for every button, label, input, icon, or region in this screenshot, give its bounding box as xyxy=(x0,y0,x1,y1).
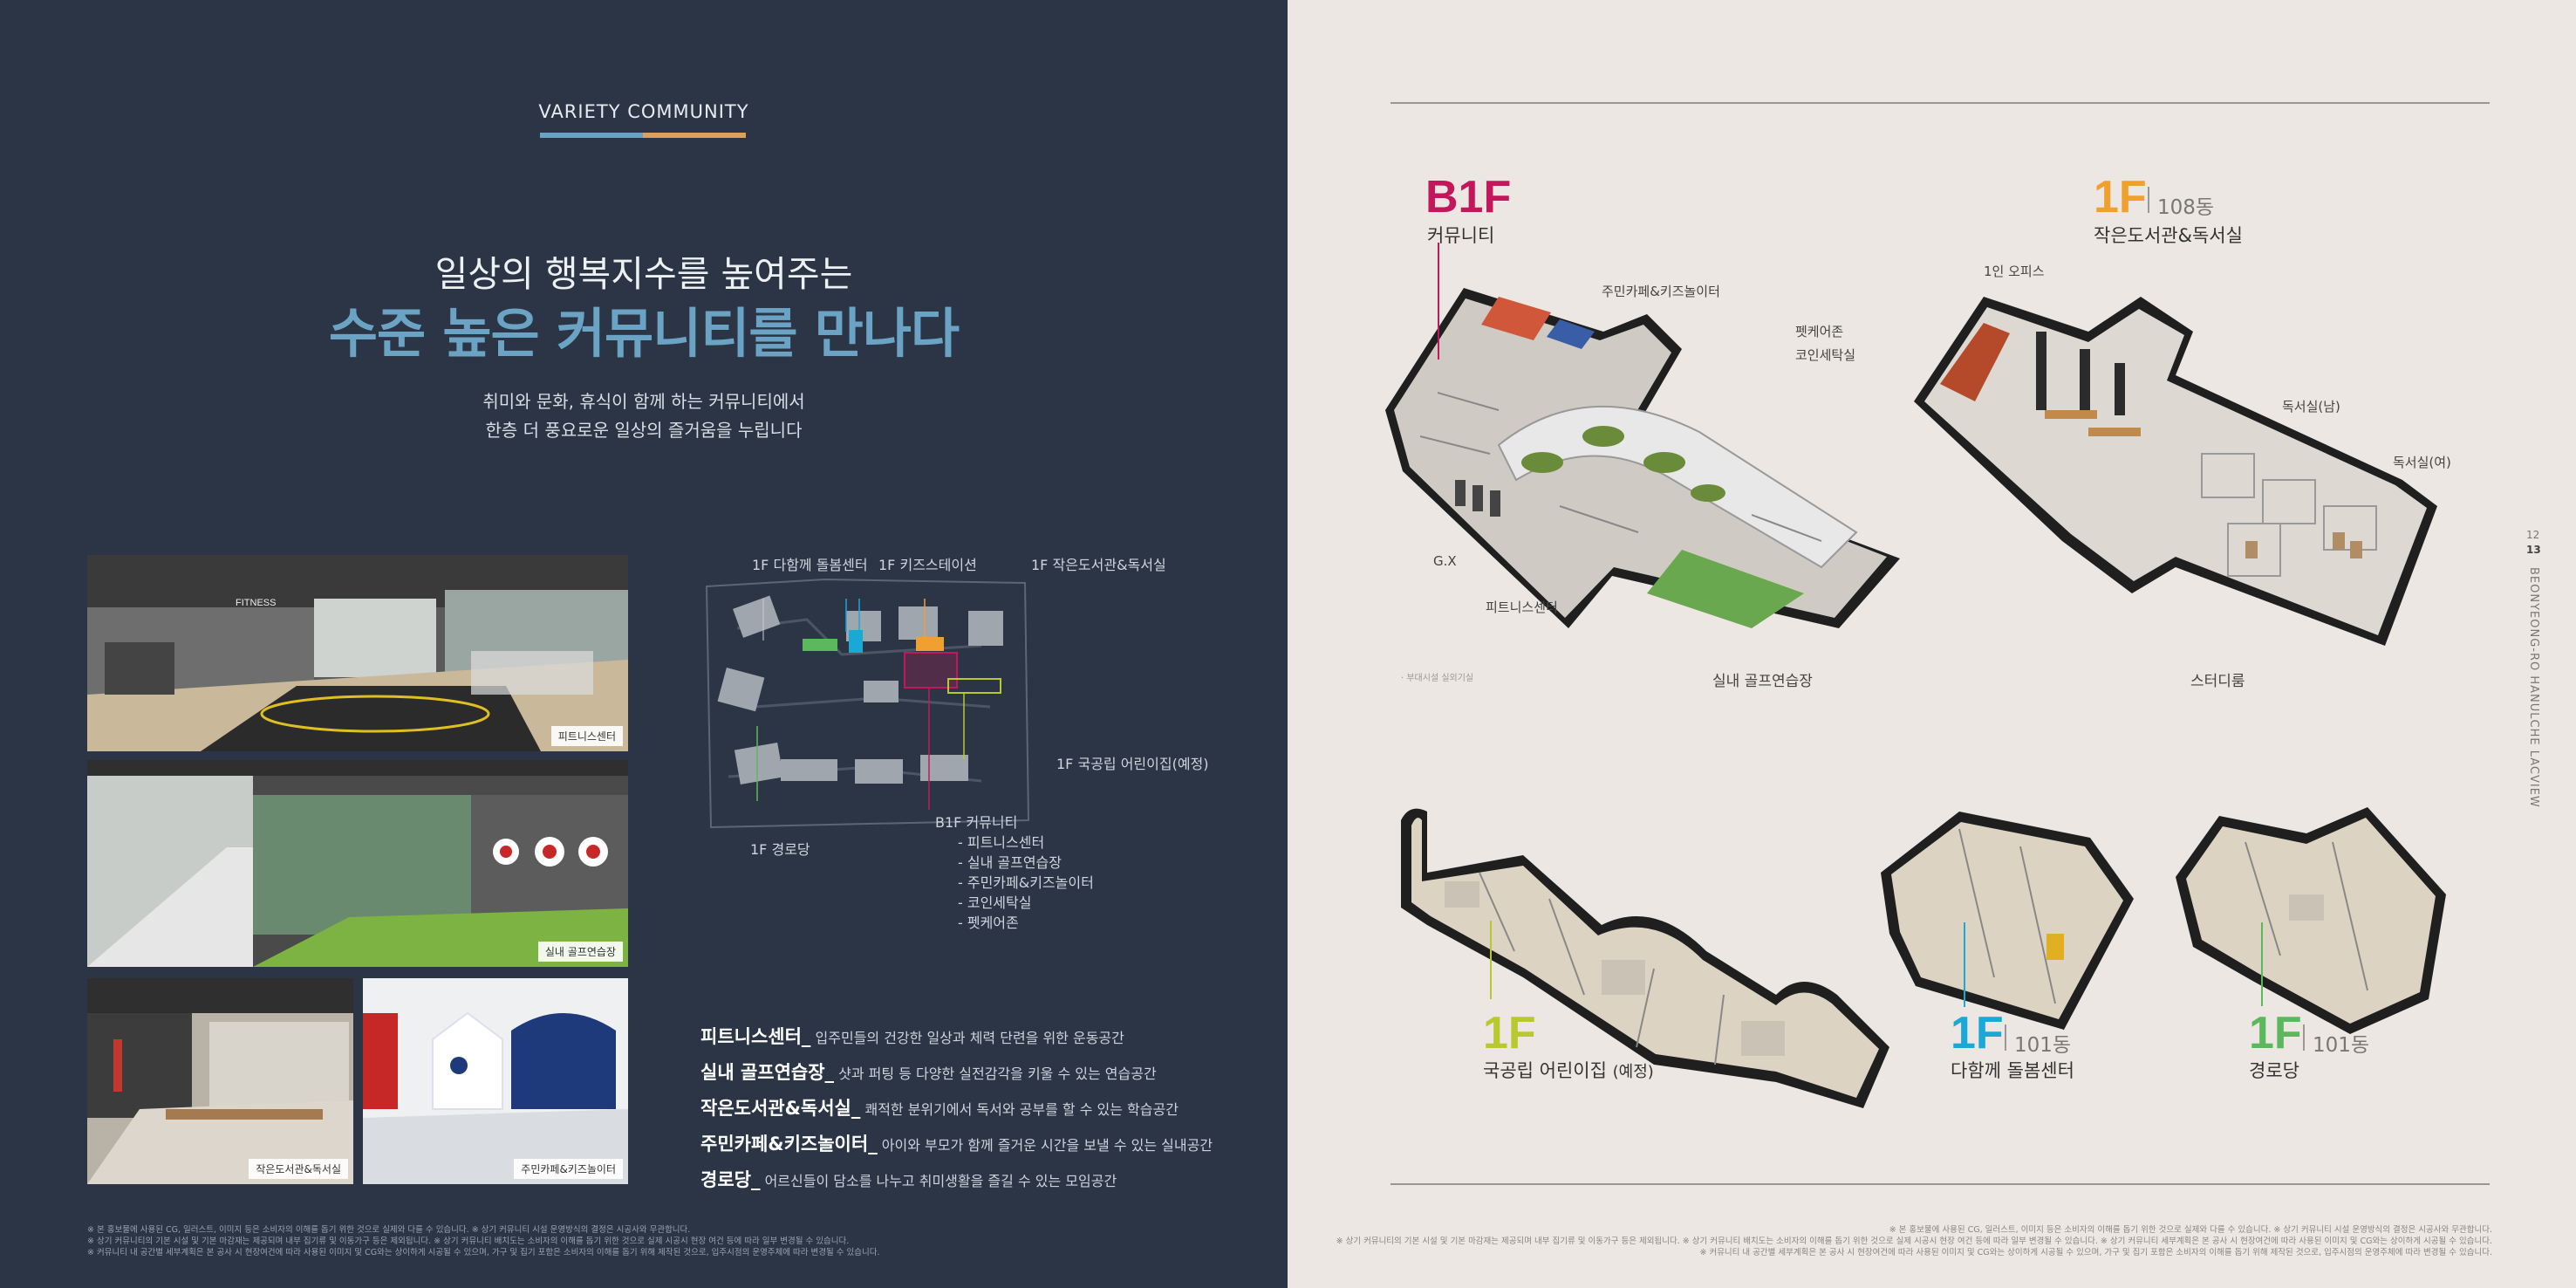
desc-text: 아이와 부모가 함께 즐거운 시간을 보낼 수 있는 실내공간 xyxy=(881,1137,1213,1154)
photo-fitness: FITNESS 피트니스센터 xyxy=(87,555,628,751)
photo-cafe: 주민카페&키즈놀이터 xyxy=(363,978,628,1184)
headline-line2: 수준 높은 커뮤니티를 만나다 xyxy=(328,303,960,365)
plan-b1f xyxy=(1385,288,1900,628)
care-marker-line xyxy=(1964,922,1965,1007)
vertical-project-title: BEONYEONG-RO HANULCHE LACVIEW xyxy=(2527,567,2540,808)
desc-text: 어르신들이 담소를 나누고 취미생활을 즐길 수 있는 모임공간 xyxy=(764,1173,1117,1189)
disclaimer-line: ※ 커뮤니티 내 공간별 세부계획은 본 공사 시 현장여건에 따라 사용된 이… xyxy=(1699,1248,2492,1257)
site-label-library: 1F 작은도서관&독서실 xyxy=(1031,557,1166,573)
site-label-daycare: 1F 국공립 어린이집(예정) xyxy=(1056,756,1209,772)
plan-label-pet: 펫케어존 xyxy=(1795,324,1844,339)
caption-library: 작은도서관&독서실 xyxy=(249,1159,348,1179)
photo-library: 작은도서관&독서실 xyxy=(87,978,353,1184)
disclaimer-line: ※ 본 홍보물에 사용된 CG, 일러스트, 이미지 등은 소비자의 이해를 돕… xyxy=(1889,1225,2492,1235)
building-101: 101동 xyxy=(2313,1034,2370,1057)
floor-1f-care-name: 다함께 돌봄센터 xyxy=(1951,1060,2074,1081)
site-label-care: 1F 다함께 돌봄센터 xyxy=(752,557,868,573)
page-number-12: 12 xyxy=(2526,529,2540,541)
caption-cafe: 주민카페&키즈놀이터 xyxy=(514,1159,623,1179)
site-label-senior: 1F 경로당 xyxy=(750,841,810,858)
desc-text: 샷과 퍼팅 등 다양한 실전감각을 키울 수 있는 연습공간 xyxy=(838,1065,1157,1082)
desc-title: 실내 골프연습장_ xyxy=(700,1062,835,1083)
bottom-rule xyxy=(1390,1183,2490,1185)
desc-title: 경로당_ xyxy=(700,1169,761,1190)
desc-text: 쾌적한 분위기에서 독서와 공부를 할 수 있는 학습공간 xyxy=(864,1101,1179,1118)
plan-1f-care xyxy=(1881,812,2134,1030)
floor-b1f: B1F xyxy=(1425,172,1512,223)
kicker-underline-orange xyxy=(643,133,746,138)
b1f-item: - 실내 골프연습장 xyxy=(958,854,1062,871)
subtitle-line1: 취미와 문화, 휴식이 함께 하는 커뮤니티에서 xyxy=(482,391,805,412)
daycare-suffix: (예정) xyxy=(1612,1063,1654,1081)
right-page: B1F 커뮤니티 주민카페&키즈놀이터 펫케어존 코인세탁실 G.X 피트니스센… xyxy=(1288,0,2576,1288)
floor-1f-senior: 1F xyxy=(2249,1008,2302,1058)
disclaimer-line: ※ 본 홍보물에 사용된 CG, 일러스트, 이미지 등은 소비자의 이해를 돕… xyxy=(87,1225,691,1235)
b1f-item: - 주민카페&키즈놀이터 xyxy=(958,874,1094,891)
desc-title: 주민카페&키즈놀이터_ xyxy=(700,1134,878,1154)
photo-golf: 실내 골프연습장 xyxy=(87,760,628,967)
left-page: VARIETY COMMUNITY 일상의 행복지수를 높여주는 수준 높은 커… xyxy=(0,0,1288,1288)
desc-title: 피트니스센터_ xyxy=(700,1026,811,1047)
desc-title: 작은도서관&독서실_ xyxy=(700,1098,861,1119)
subtitle-line2: 한층 더 풍요로운 일상의 즐거움을 누립니다 xyxy=(485,420,803,441)
floor-1f-daycare-name: 국공립 어린이집 (예정) xyxy=(1483,1057,1654,1083)
legend-outdoor-unit: · 부대시설 실외기실 xyxy=(1401,674,1474,683)
desc-row-golf: 실내 골프연습장_ 샷과 퍼팅 등 다양한 실전감각을 키울 수 있는 연습공간 xyxy=(700,1058,1157,1085)
b1f-item: - 피트니스센터 xyxy=(958,834,1045,851)
disclaimer-line: ※ 커뮤니티 내 공간별 세부계획은 본 공사 시 현장여건에 따라 사용된 이… xyxy=(87,1248,880,1257)
b1f-marker-line xyxy=(1438,243,1439,360)
desc-row-cafe: 주민카페&키즈놀이터_ 아이와 부모가 함께 즐거운 시간을 보낼 수 있는 실… xyxy=(700,1130,1213,1156)
floor-1f-library: 1F xyxy=(2094,172,2147,223)
headline-line1: 일상의 행복지수를 높여주는 xyxy=(434,253,853,295)
plan-label-reading-f: 독서실(여) xyxy=(2393,455,2451,470)
plan-label-reading-m: 독서실(남) xyxy=(2282,399,2340,414)
desc-row-senior: 경로당_ 어르신들이 담소를 나누고 취미생활을 즐길 수 있는 모임공간 xyxy=(700,1166,1117,1192)
plan-label-fitness: 피트니스센터 xyxy=(1486,599,1558,615)
senior-marker-line xyxy=(2261,922,2263,1006)
plan-1f-daycare xyxy=(1401,808,1889,1108)
floor-divider xyxy=(2303,1024,2305,1051)
site-label-kids: 1F 키즈스테이션 xyxy=(878,557,977,573)
floor-divider xyxy=(2148,187,2149,213)
disclaimer-line: ※ 상기 커뮤니티의 기본 시설 및 기본 마감재는 제공되며 내부 집기류 및… xyxy=(87,1237,850,1246)
desc-row-library: 작은도서관&독서실_ 쾌적한 분위기에서 독서와 공부를 할 수 있는 학습공간 xyxy=(700,1094,1179,1120)
plan-label-gx: G.X xyxy=(1433,553,1457,569)
top-rule xyxy=(1390,102,2490,104)
disclaimer-line: ※ 상기 커뮤니티의 기본 시설 및 기본 마감재는 제공되며 내부 집기류 및… xyxy=(1336,1237,2492,1246)
kicker-underline-blue xyxy=(540,133,643,138)
page-number-13: 13 xyxy=(2526,544,2541,556)
plan-1f-library xyxy=(1914,297,2437,646)
caption-golf: 실내 골프연습장 xyxy=(537,942,623,962)
fitness-sign-text: FITNESS xyxy=(236,598,276,608)
section-kicker: VARIETY COMMUNITY xyxy=(538,101,749,122)
site-plan-map xyxy=(705,578,1030,829)
floor-divider xyxy=(2005,1024,2006,1051)
desc-text: 입주민들의 건강한 일상과 체력 단련을 위한 운동공간 xyxy=(815,1030,1124,1046)
floor-1f-library-name: 작은도서관&독서실 xyxy=(2094,225,2243,246)
floor-1f-senior-name: 경로당 xyxy=(2249,1060,2299,1081)
floor-1f-care: 1F xyxy=(1951,1008,2004,1058)
caption-fitness: 피트니스센터 xyxy=(550,726,623,746)
b1f-item: - 펫케어존 xyxy=(958,915,1019,931)
plan-label-laundry: 코인세탁실 xyxy=(1795,347,1856,363)
site-label-b1f: B1F 커뮤니티 xyxy=(935,814,1018,831)
b1f-item: - 코인세탁실 xyxy=(958,894,1032,911)
plan-label-cafe: 주민카페&키즈놀이터 xyxy=(1602,284,1720,299)
plan-label-study: 스터디룸 xyxy=(2190,673,2245,690)
desc-row-fitness: 피트니스센터_ 입주민들의 건강한 일상과 체력 단련을 위한 운동공간 xyxy=(700,1023,1124,1049)
building-108: 108동 xyxy=(2157,196,2215,219)
plan-label-golf: 실내 골프연습장 xyxy=(1712,673,1813,690)
floor-1f-daycare: 1F xyxy=(1483,1008,1536,1058)
daycare-marker-line xyxy=(1490,921,1492,999)
plan-1f-senior xyxy=(2176,807,2446,1034)
plan-label-office: 1인 오피스 xyxy=(1984,264,2045,279)
building-101: 101동 xyxy=(2014,1034,2072,1057)
daycare-name: 국공립 어린이집 xyxy=(1483,1060,1607,1081)
